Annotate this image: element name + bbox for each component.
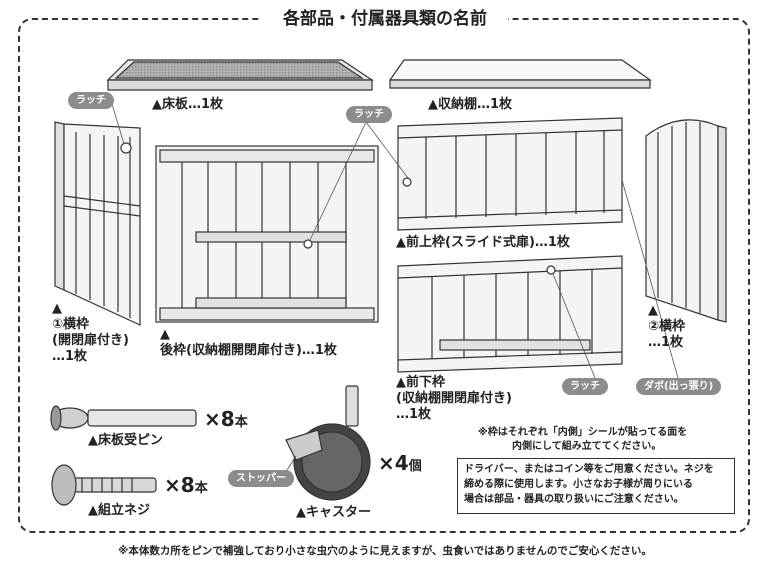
side-frame-1-drawing	[54, 121, 141, 326]
floor-board-drawing	[106, 59, 374, 91]
side-frame-2-drawing	[645, 119, 727, 323]
page-title: 各部品・付属器具類の名前	[262, 6, 508, 32]
front-lower-label-note: (収納棚開閉扉付き)	[396, 391, 512, 406]
side-frame-1-label-note: (開閉扉付き)	[52, 333, 129, 348]
front-lower-frame-drawing	[397, 255, 623, 373]
floor-pin-qty: ×8本	[204, 408, 248, 434]
latch-tag-1: ラッチ	[68, 92, 114, 109]
side-frame-1-label-qty: …1枚	[52, 349, 88, 364]
front-upper-frame-drawing	[397, 117, 623, 231]
caster-label: ▲キャスター	[296, 505, 371, 520]
back-frame-label-marker: ▲	[160, 327, 170, 342]
caster-drawing	[285, 385, 371, 501]
side-frame-1-label-name: ①横枠	[52, 317, 90, 332]
caution-line-1: ドライバー、またはコイン等をご用意ください。ネジを	[464, 464, 714, 475]
inner-note-line-1: ※枠はそれぞれ「内側」シールが貼ってる面を	[478, 427, 688, 438]
storage-shelf-label: ▲収納棚…1枚	[428, 97, 513, 112]
stopper-tag: ストッパー	[228, 470, 294, 487]
side-frame-2-label-marker: ▲	[648, 303, 658, 318]
screw-qty-num: ×8	[164, 473, 195, 497]
dowel-tag: ダボ(出っ張り)	[636, 378, 722, 395]
screw-label: ▲組立ネジ	[88, 503, 150, 518]
screw-qty-unit: 本	[194, 481, 208, 496]
side-frame-2-label-qty: …1枚	[648, 335, 684, 350]
floor-pin-qty-unit: 本	[234, 415, 248, 430]
storage-shelf-drawing	[388, 59, 652, 89]
latch-tag-3: ラッチ	[562, 378, 608, 395]
side-frame-1-label-marker: ▲	[52, 301, 62, 316]
front-lower-label-name: ▲前下枠	[396, 375, 445, 390]
floor-board-label: ▲床板…1枚	[152, 97, 224, 112]
latch-tag-2: ラッチ	[346, 106, 392, 123]
caster-qty-unit: 個	[408, 459, 422, 474]
back-frame-drawing	[155, 145, 379, 323]
inner-note-line-2: 内側にして組み立ててください。	[512, 441, 662, 452]
caster-qty-num: ×4	[378, 451, 409, 475]
floor-pin-qty-num: ×8	[204, 407, 235, 431]
caster-qty: ×4個	[378, 452, 422, 478]
caution-line-3: 場合は部品・器具の取り扱いにご注意ください。	[464, 494, 684, 505]
caution-box: ドライバー、またはコイン等をご用意ください。ネジを 締める際に使用します。小さな…	[457, 458, 735, 514]
floor-pin-drawing	[50, 405, 197, 431]
caution-line-2: 締める際に使用します。小さなお子様が周りにいる	[464, 479, 693, 490]
front-upper-label: ▲前上枠(スライド式扉)…1枚	[396, 235, 570, 250]
front-lower-label-qty: …1枚	[396, 407, 432, 422]
side-frame-2-label-name: ②横枠	[648, 319, 686, 334]
footer-note: ※本体数カ所をピンで補強しており小さな虫穴のように見えますが、虫食いではありませ…	[118, 545, 652, 557]
back-frame-label: 後枠(収納棚開閉扉付き)…1枚	[160, 343, 337, 358]
floor-pin-label: ▲床板受ピン	[88, 433, 163, 448]
screw-drawing	[51, 464, 157, 506]
screw-qty: ×8本	[164, 474, 208, 500]
